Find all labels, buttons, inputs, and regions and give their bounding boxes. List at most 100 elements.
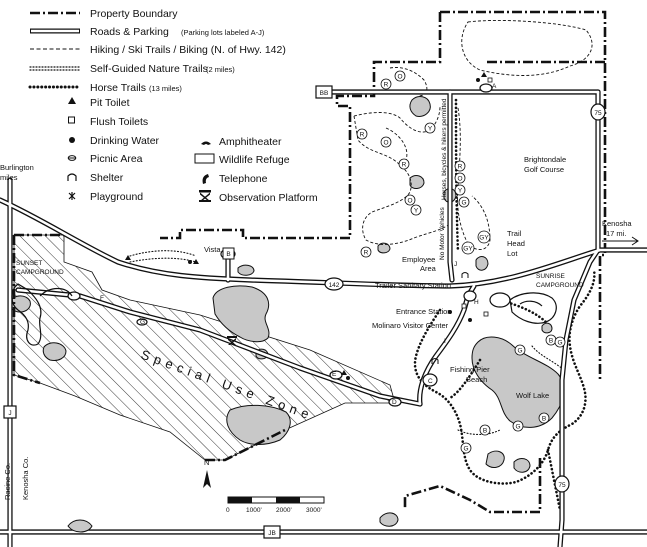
lake-west <box>212 285 270 343</box>
trail-marker-g: G <box>554 336 566 348</box>
hiking-trails <box>353 19 593 250</box>
label-brightondale-1: Brightondale <box>524 155 566 164</box>
legend-horse-trails-note: (13 miles) <box>149 84 182 93</box>
label-sunset-2: CAMPGROUND <box>16 269 64 276</box>
road-shield-142: 142 <box>324 277 344 291</box>
drinking-water-icon <box>69 137 75 143</box>
parking-lot-g <box>136 318 148 326</box>
label-trail-head-2: Head <box>507 239 525 248</box>
svg-text:R: R <box>360 132 365 139</box>
pit-toilet-icon <box>481 72 487 77</box>
trail-marker-gy: GY <box>461 241 475 255</box>
road-shield-j: J <box>3 405 17 419</box>
svg-text:B: B <box>483 428 487 435</box>
label-vista: Vista <box>204 245 221 254</box>
trail-marker-r: R <box>454 160 466 172</box>
parking-label-j: J <box>454 261 457 268</box>
shelter-icon <box>67 173 77 181</box>
trail-marker-o: O <box>380 136 392 148</box>
observation-platform-icon <box>227 336 237 345</box>
trail-marker-gy: GY <box>477 230 491 244</box>
svg-text:Y: Y <box>414 208 419 215</box>
label-kenosha-co: Kenosha Co. <box>21 457 30 500</box>
label-burlington-miles: miles <box>0 173 18 182</box>
legend-telephone: Telephone <box>219 173 268 185</box>
label-entrance-station: Entrance Station <box>396 307 451 316</box>
flush-toilet-icon <box>487 77 493 83</box>
svg-text:G: G <box>461 200 466 207</box>
road-shield-jb: JB <box>263 525 281 539</box>
label-fishing-pier-1: Fishing Pier <box>450 365 490 374</box>
flush-toilet-icon <box>461 303 467 309</box>
legend: Property Boundary Roads & Parking (Parki… <box>28 8 318 204</box>
legend-playground: Playground <box>90 191 143 203</box>
parking-lots <box>67 83 511 407</box>
legend-drinking-water: Drinking Water <box>90 135 160 147</box>
svg-text:R: R <box>384 82 389 89</box>
svg-text:Y: Y <box>428 126 433 133</box>
trail-marker-r: R <box>380 78 392 90</box>
road-shield-bb: BB <box>315 85 333 99</box>
legend-shelter: Shelter <box>90 172 124 184</box>
label-employee-1: Employee <box>402 255 435 264</box>
drinking-water-icon <box>188 260 192 264</box>
legend-horse-trails: Horse Trails <box>90 82 146 94</box>
svg-text:B: B <box>549 338 553 345</box>
pit-toilet-icon <box>341 370 347 375</box>
trail-marker-o: O <box>404 194 416 206</box>
trail-marker-y: Y <box>424 122 436 134</box>
pond-small-4 <box>237 264 255 276</box>
legend-property-boundary: Property Boundary <box>90 8 178 20</box>
svg-text:G: G <box>463 446 468 453</box>
svg-text:O: O <box>407 198 412 205</box>
svg-text:JB: JB <box>268 530 276 537</box>
picnic-area-icon <box>67 155 77 161</box>
label-wolf-lake: Wolf Lake <box>516 391 549 400</box>
svg-text:142: 142 <box>329 282 340 289</box>
label-sunrise-2: CAMPGROUND <box>536 282 584 289</box>
label-trailer-sanitary: Trailer Sanitary Station <box>375 281 451 290</box>
svg-text:O: O <box>383 140 388 147</box>
label-fishing-pier-2: Beach <box>466 375 487 384</box>
pit-toilet-icon <box>125 255 131 260</box>
parking-label-d: D <box>392 399 397 406</box>
legend-flush-toilets: Flush Toilets <box>90 116 148 128</box>
scale-label-0: 0 <box>226 507 230 514</box>
legend-nature-trails-note: (2 miles) <box>206 65 235 74</box>
parking-label-b: B <box>226 251 230 258</box>
trail-marker-r: R <box>356 128 368 140</box>
label-kenosha-1: Kenosha <box>602 219 632 228</box>
pond-north-1 <box>409 96 431 117</box>
parking-label-h: H <box>474 299 479 306</box>
arrow-right-icon <box>602 236 639 246</box>
trail-marker-g: G <box>512 420 524 432</box>
parking-label-i: I <box>444 338 446 345</box>
pond-north-2 <box>409 175 425 189</box>
svg-text:GY: GY <box>463 246 473 253</box>
trail-marker-b: B <box>538 412 550 424</box>
label-racine-co: Racine Co. <box>3 463 12 500</box>
shelter-icon <box>461 272 469 278</box>
svg-text:BB: BB <box>320 90 329 97</box>
label-brightondale-2: Golf Course <box>524 165 564 174</box>
svg-text:B: B <box>542 416 546 423</box>
trail-marker-y: Y <box>454 184 466 196</box>
label-burlington: Burlington <box>0 163 34 172</box>
north-label: N <box>204 458 209 467</box>
observation-platform-icon <box>199 190 211 202</box>
trail-markers: R O R O Y R O Y R R O Y G GY GY B G G B … <box>356 70 566 454</box>
shelter-icon <box>431 358 439 364</box>
label-kenosha-2: 17 mi. <box>606 229 626 238</box>
scale-label-3000: 3000' <box>306 507 322 514</box>
road-shield-75-south: 75 <box>554 475 570 493</box>
svg-text:O: O <box>397 74 402 81</box>
label-molinaro: Molinaro Visitor Center <box>372 321 449 330</box>
pit-toilet-icon <box>68 97 76 104</box>
pond-bottom-mid <box>379 512 399 527</box>
svg-text:GY: GY <box>479 235 489 242</box>
drinking-water-icon <box>468 318 472 322</box>
parking-lot-d <box>388 397 402 407</box>
svg-text:R: R <box>364 250 369 257</box>
pit-toilet-icon <box>193 259 199 264</box>
label-employee-2: Area <box>420 264 437 273</box>
